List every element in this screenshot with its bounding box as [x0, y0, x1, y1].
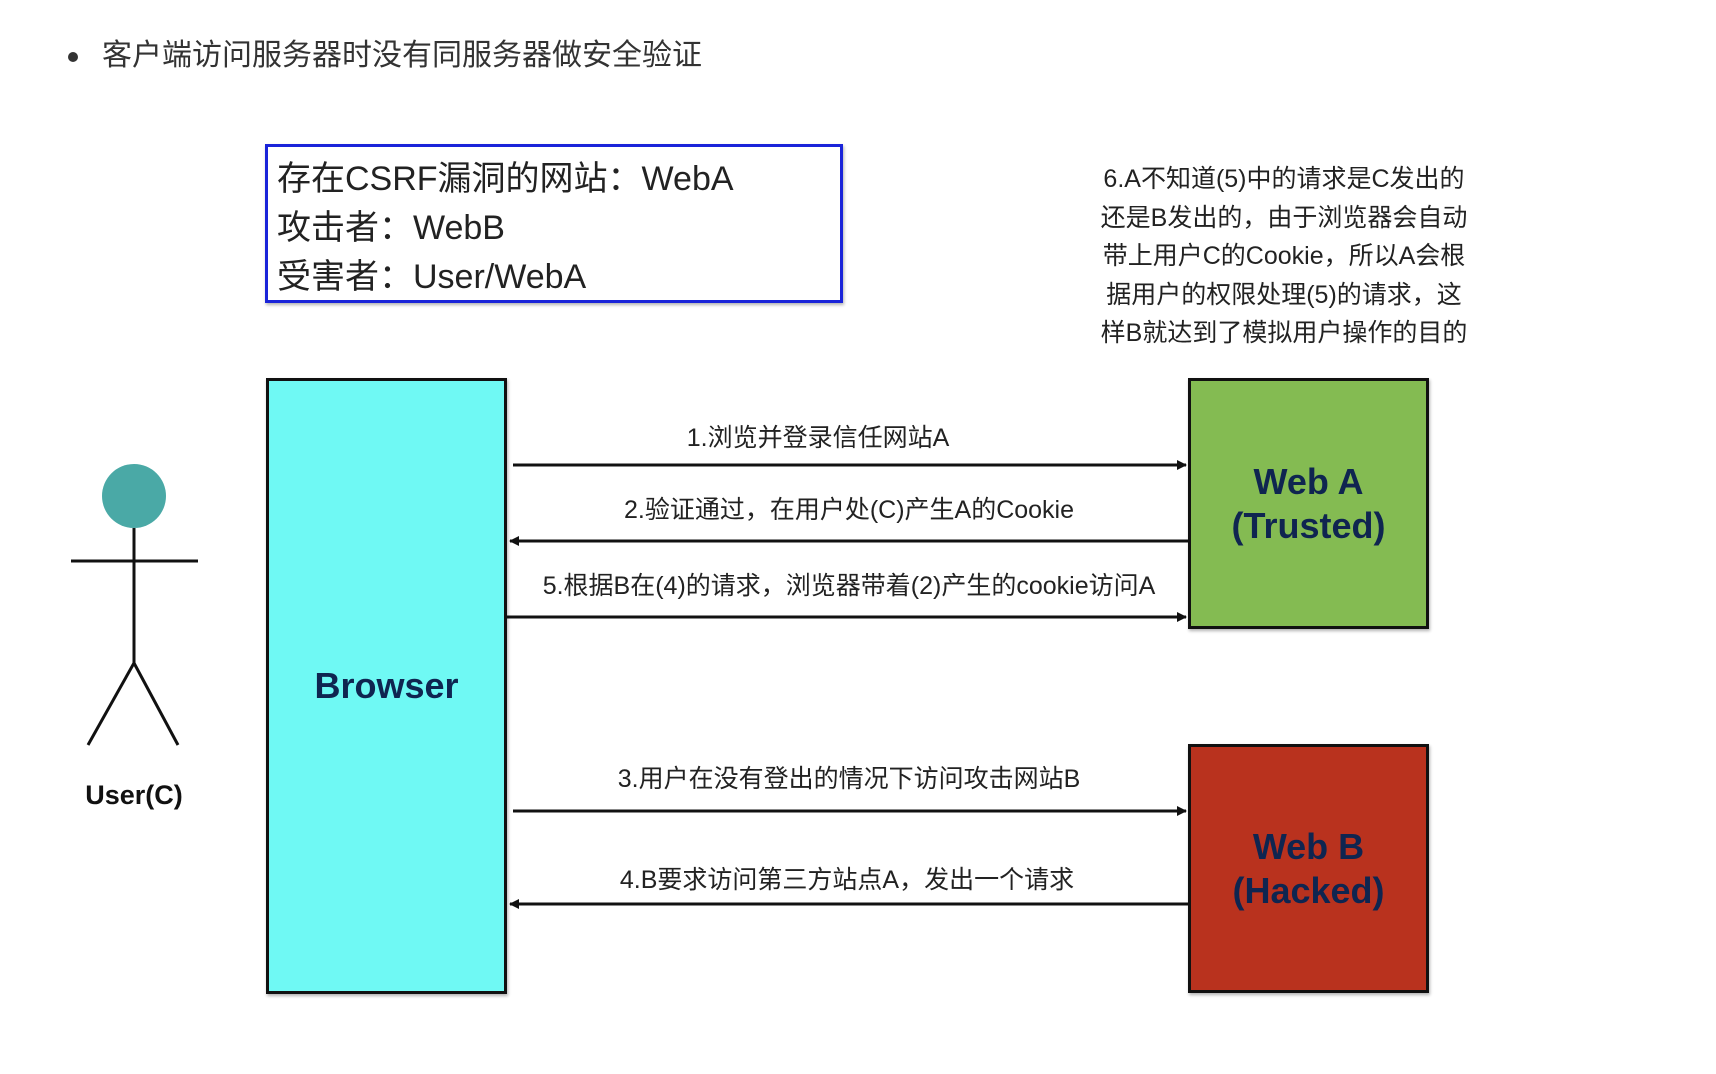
- legend-victim: 受害者：User/WebA: [277, 258, 587, 296]
- step3-label: 3.用户在没有登出的情况下访问攻击网站B: [617, 765, 1081, 793]
- bullet-text: 客户端访问服务器时没有同服务器做安全验证: [102, 39, 702, 72]
- step1-label: 1.浏览并登录信任网站A: [686, 424, 950, 452]
- step4-label: 4.B要求访问第三方站点A，发出一个请求: [619, 866, 1075, 894]
- browser-box: Browser: [266, 378, 507, 994]
- bullet-dot: [68, 52, 78, 63]
- bullet-item: 客户端访问服务器时没有同服务器做安全验证: [68, 30, 702, 74]
- user-label: User(C): [85, 780, 183, 810]
- note-line: 还是B发出的，由于浏览器会自动: [1100, 203, 1468, 232]
- note-line: 样B就达到了模拟用户操作的目的: [1100, 319, 1468, 347]
- step6-note: 6.A不知道(5)中的请求是C发出的 还是B发出的，由于浏览器会自动 带上用户C…: [1064, 160, 1504, 353]
- browser-label: Browser: [314, 665, 459, 706]
- note-line: 6.A不知道(5)中的请求是C发出的: [1103, 165, 1465, 193]
- legend-attacker: 攻击者：WebB: [277, 209, 505, 247]
- note-line: 带上用户C的Cookie，所以A会根: [1102, 242, 1466, 270]
- role-legend-box: 存在CSRF漏洞的网站：WebA 攻击者：WebB 受害者：User/WebA: [265, 144, 843, 303]
- web-b-role: (Hacked): [1232, 869, 1385, 911]
- web-b-name: Web B: [1252, 825, 1365, 867]
- web-a-name: Web A: [1253, 460, 1364, 502]
- web-a-box: Web A(Trusted): [1188, 378, 1429, 629]
- step5-label: 5.根据B在(4)的请求，浏览器带着(2)产生的cookie访问A: [542, 572, 1156, 600]
- web-a-role: (Trusted): [1231, 504, 1386, 546]
- web-b-box: Web B(Hacked): [1188, 744, 1429, 993]
- user-stick-figure-icon: [71, 464, 198, 746]
- step2-label: 2.验证通过，在用户处(C)产生A的Cookie: [623, 496, 1075, 524]
- note-line: 据用户的权限处理(5)的请求，这: [1106, 280, 1462, 309]
- legend-vulnerable-site: 存在CSRF漏洞的网站：WebA: [277, 160, 734, 198]
